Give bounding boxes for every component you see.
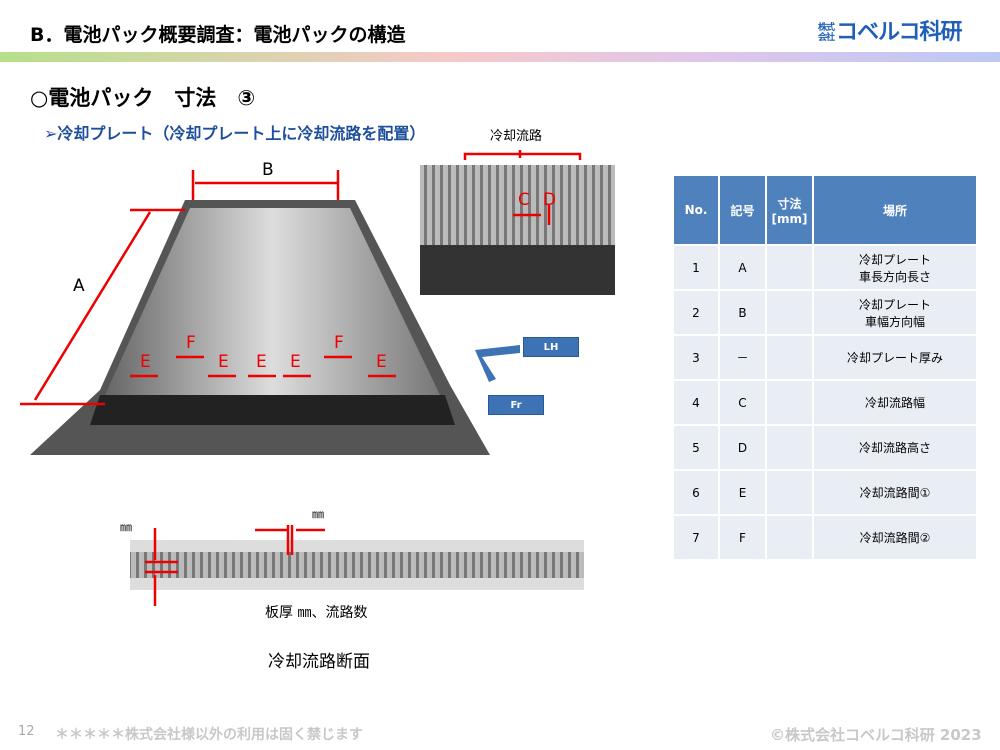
confidential-notice: ＊＊＊＊＊株式会社様以外の利用は固く禁じます — [55, 727, 363, 743]
label-a: A — [73, 276, 85, 296]
cross-section-photo — [130, 540, 584, 590]
label-b: B — [262, 160, 274, 180]
battery-pack-figure — [20, 150, 615, 606]
label-d: D — [543, 190, 557, 210]
header-location: 場所 — [814, 176, 976, 244]
header-symbol: 記号 — [720, 176, 765, 244]
thickness-caption: 板厚 ㎜、流路数 — [265, 605, 368, 621]
slide-title: B．電池パック概要調査：電池パックの構造 — [30, 24, 406, 46]
header-dimension: 寸法 [mm] — [767, 176, 812, 244]
label-f: F — [334, 333, 344, 353]
label-e: E — [376, 352, 387, 372]
label-c: C — [518, 190, 530, 210]
header-no: No. — [674, 176, 718, 244]
cross-section-caption: 冷却流路断面 — [268, 652, 370, 672]
section-subheading: ➢冷却プレート（冷却プレート上に冷却流路を配置） — [44, 124, 426, 143]
page-number: 12 — [18, 724, 35, 739]
pitch-unit: ㎜ — [312, 507, 325, 521]
copyright: ©株式会社コベルコ科研 2023 — [770, 726, 982, 744]
table-row: 3－冷却プレート厚み — [674, 336, 976, 379]
label-e: E — [218, 352, 229, 372]
channel-closeup-photo — [420, 165, 615, 295]
label-f: F — [186, 333, 196, 353]
section-heading: ○電池パック 寸法 ③ — [30, 86, 256, 110]
dimension-arrows — [20, 150, 582, 606]
cooling-channel-label: 冷却流路 — [490, 129, 543, 144]
header-gradient-divider — [0, 52, 1000, 62]
lh-direction-tag: LH — [523, 337, 579, 357]
label-e: E — [140, 352, 151, 372]
thickness-unit: ㎜ — [120, 520, 133, 534]
company-logo: 株式会社コベルコ科研 — [818, 20, 963, 45]
label-e: E — [256, 352, 267, 372]
label-e: E — [290, 352, 301, 372]
fr-direction-tag: Fr — [488, 395, 544, 415]
direction-arrows — [475, 345, 520, 382]
cooling-plate-photo — [30, 200, 490, 455]
